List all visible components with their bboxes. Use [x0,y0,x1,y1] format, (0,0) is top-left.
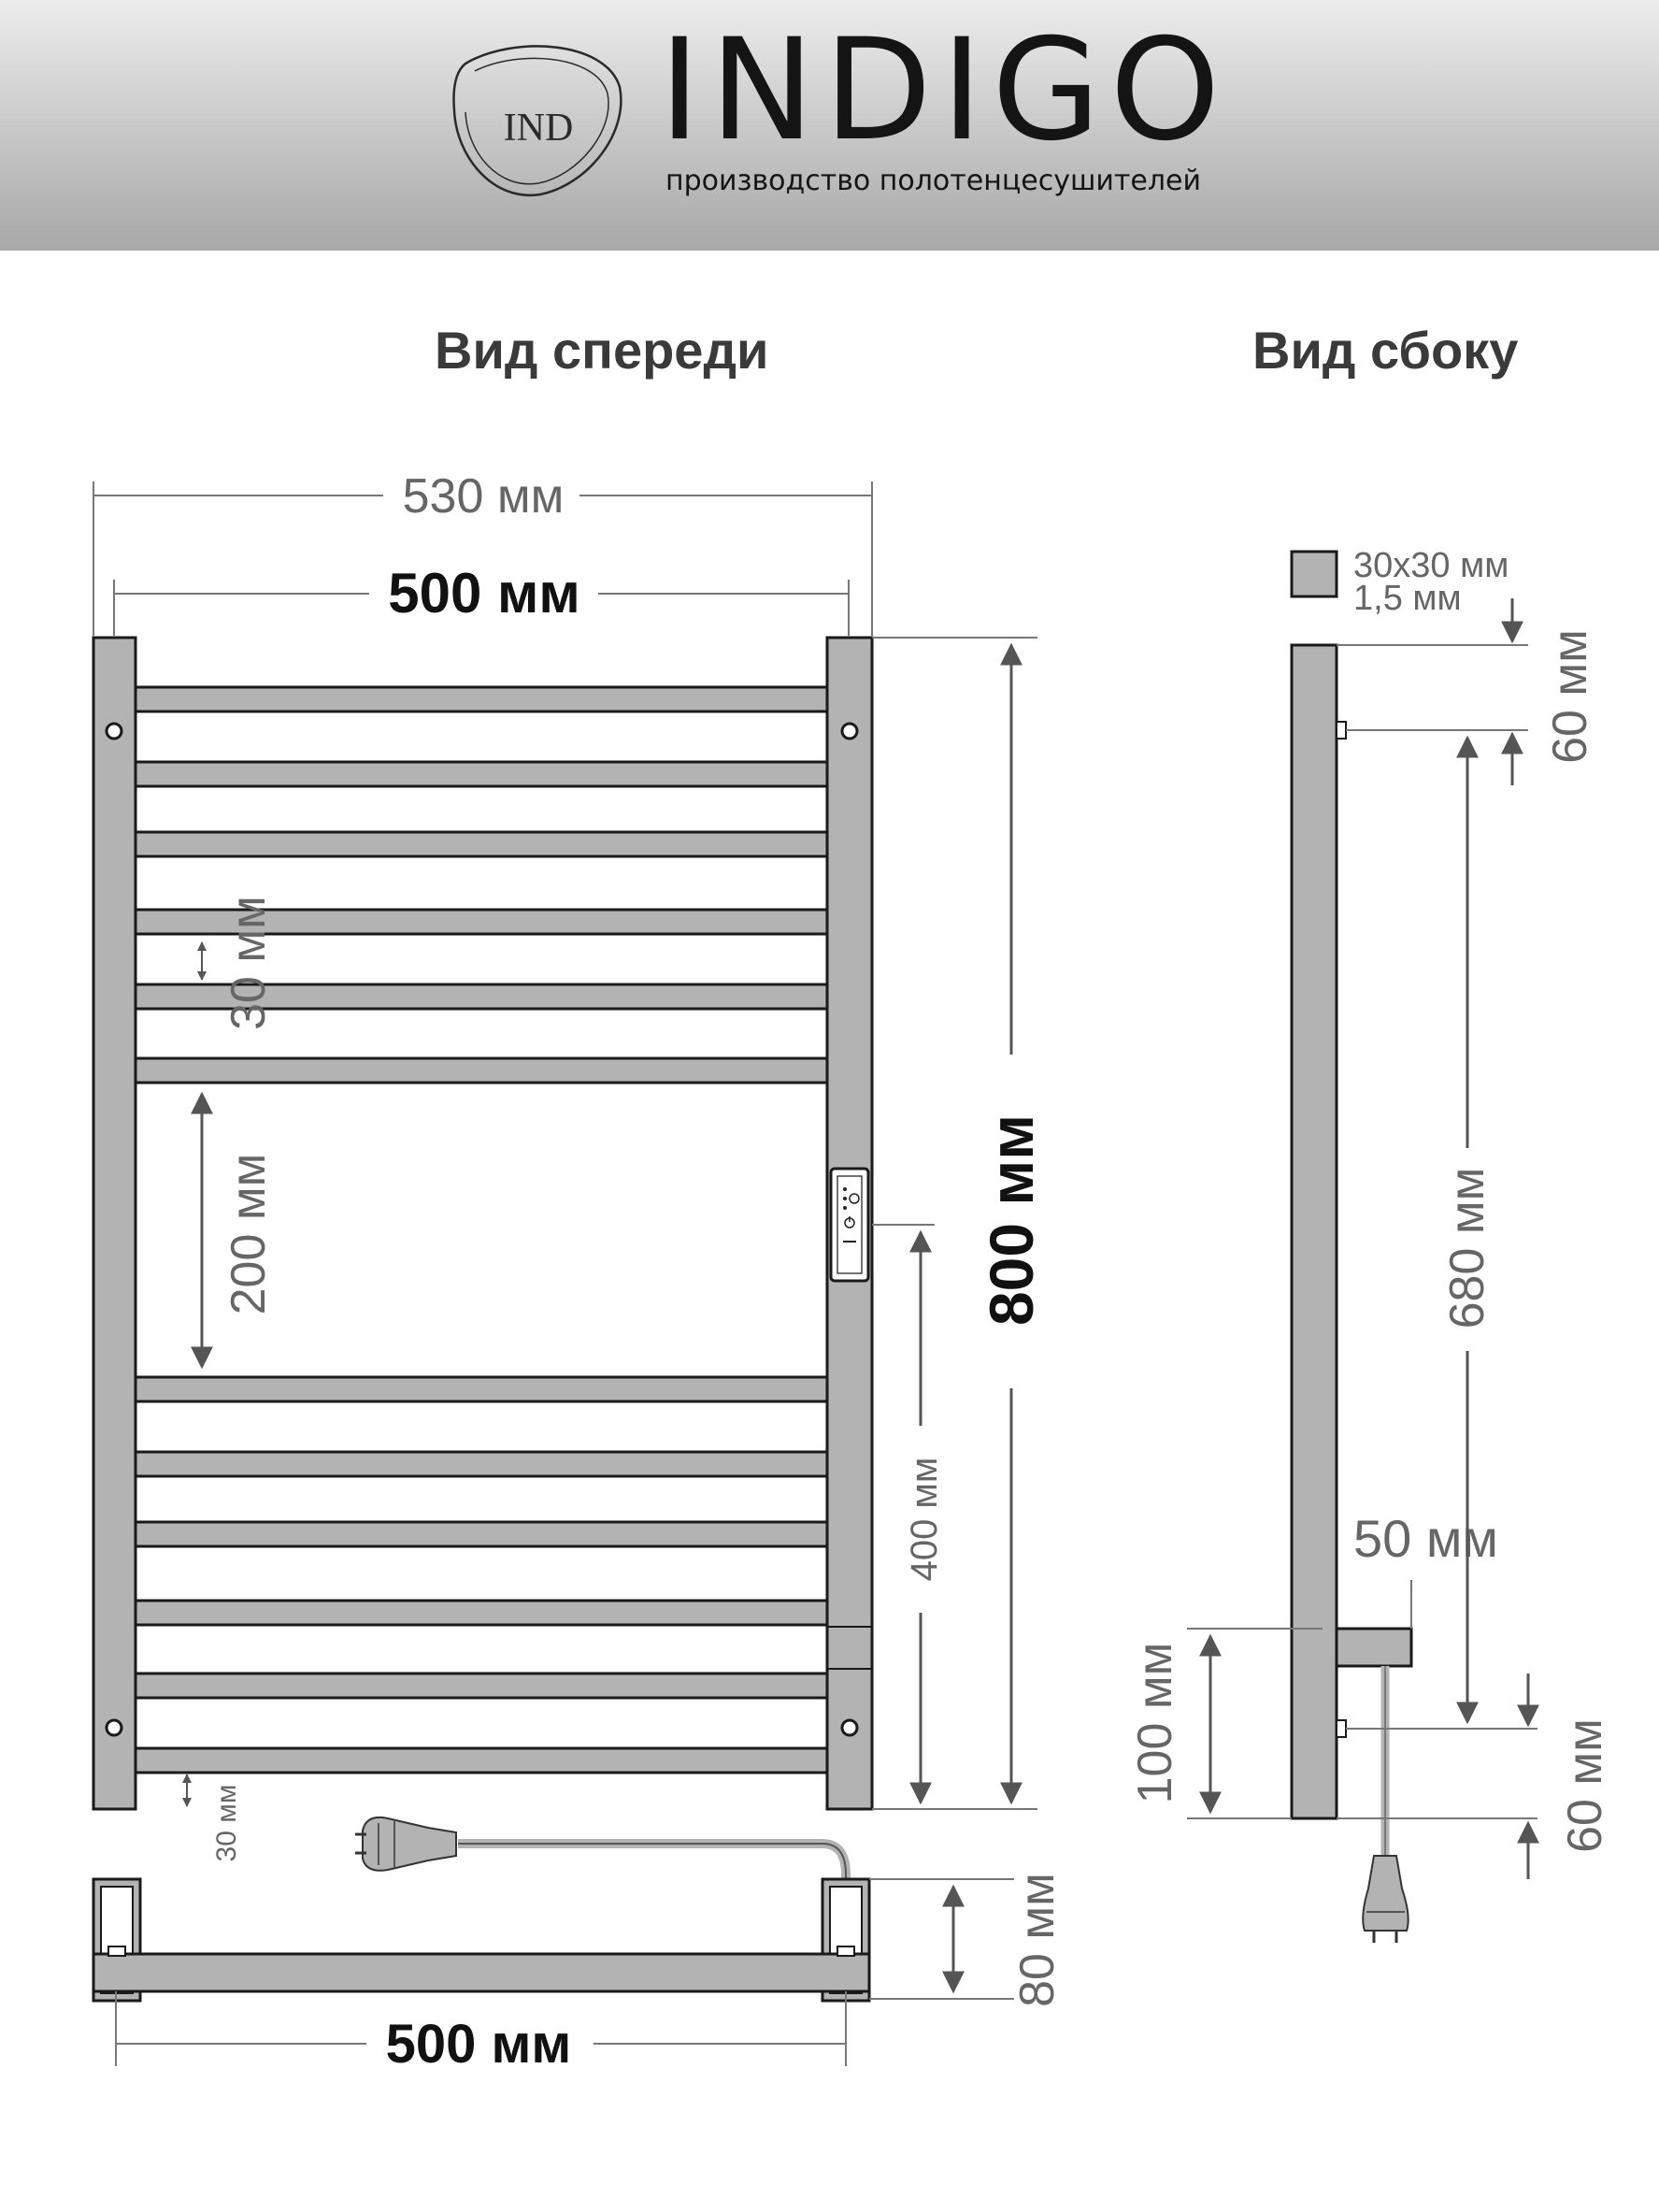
brand-name: INDIGO [659,9,1230,172]
dim-bottom-offset-side: 60 мм [1558,1718,1612,1853]
rung [134,1520,829,1548]
dim-top-offset: 60 мм [1543,629,1597,764]
dim-bracket-depth: 50 мм [1353,1509,1498,1568]
dim-bottom-depth: 80 мм [1010,1873,1065,2007]
bottom-bar [92,1952,871,1993]
brand-tagline: производство полотенцесушителей [665,165,1201,197]
dim-bottom-offset: 30 мм [211,1785,242,1862]
mounting-hole [840,1718,859,1737]
plug-icon [1362,1855,1409,1943]
rung [134,685,829,713]
mounting-hole [840,722,859,740]
thermostat-control-unit [829,1167,870,1283]
plug-icon [355,1816,457,1872]
front-view-title: Вид спереди [435,321,769,380]
profile-size: 30х30 мм [1353,546,1509,585]
dim-inner-width: 500 мм [388,562,580,625]
side-post [1290,643,1338,1820]
dim-gap: 200 мм [222,1154,276,1315]
rung [134,1056,829,1084]
rung [134,1450,829,1478]
dim-height: 800 мм [977,1114,1046,1326]
rung [134,1746,829,1774]
profile-swatch [1290,550,1338,598]
rung [134,1672,829,1700]
timer-icon [849,1193,860,1204]
dim-mount-distance: 680 мм [1440,1168,1495,1329]
dim-overall-width: 530 мм [403,469,565,524]
brand-header: IND INDIGO производство полотенцесушител… [0,0,1659,251]
dim-bracket-height: 100 мм [1128,1643,1182,1804]
rung [134,760,829,788]
left-post [92,636,137,1811]
rung [134,830,829,858]
bottom-bracket [1335,1627,1413,1668]
logo-monogram: IND [504,107,574,150]
rung [134,1599,829,1627]
dim-connection-distance: 400 мм [904,1458,945,1582]
side-view: 30х30 мм 1,5 мм 50 мм 60 мм 680 мм [1128,546,1612,1943]
rung [134,983,829,1011]
dim-rung-spacing: 30 мм [222,896,276,1030]
wall-thickness: 1,5 мм [1353,579,1462,618]
indigo-logo: IND [452,45,622,197]
power-cable [458,1839,851,1893]
dim-bottom-width: 500 мм [386,2014,572,2075]
bottom-view: 500 мм 80 мм [92,1816,1065,2075]
front-view: 530 мм 500 мм [92,469,1046,1862]
rung [134,1375,829,1403]
mounting-hole [105,1718,123,1737]
mounting-hole [105,722,123,740]
side-view-title: Вид сбоку [1252,321,1519,380]
